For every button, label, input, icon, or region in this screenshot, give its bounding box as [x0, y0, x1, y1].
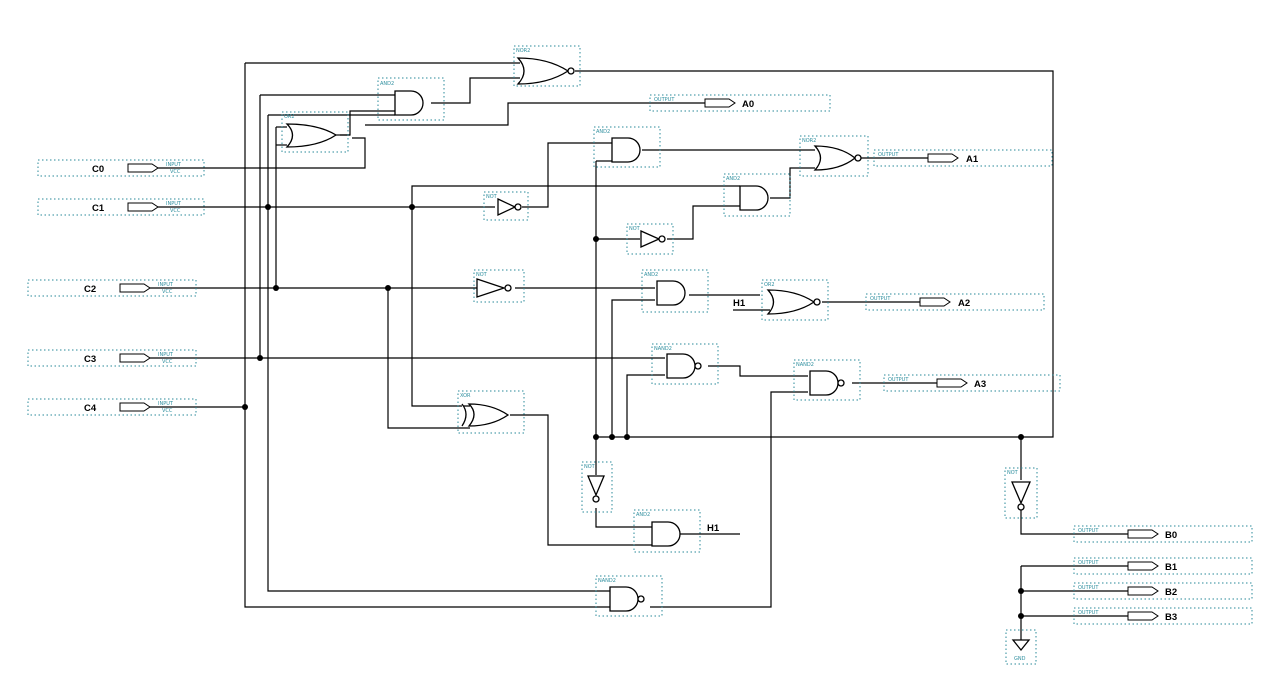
junctions	[242, 204, 1024, 619]
junction-dot	[242, 404, 248, 410]
net-label-h1: H1	[733, 298, 746, 309]
output-pin-b1[interactable]: OUTPUT B1	[1073, 557, 1253, 575]
svg-text:NOT: NOT	[1007, 470, 1019, 476]
output-label: B2	[1165, 587, 1177, 598]
output-label: A2	[958, 298, 970, 309]
svg-text:VCC: VCC	[162, 289, 173, 295]
input-pin-c3[interactable]: C3 INPUT VCC	[27, 349, 197, 367]
junction-dot	[273, 285, 279, 291]
svg-text:VCC: VCC	[162, 408, 173, 414]
svg-text:VCC: VCC	[170, 208, 181, 214]
not-gate[interactable]: NOT	[626, 223, 674, 255]
and2-gate[interactable]: AND2	[633, 509, 701, 553]
input-label: C0	[92, 164, 104, 175]
not-gate[interactable]: NOT	[483, 191, 529, 221]
output-label: B1	[1165, 562, 1178, 573]
input-label: C3	[84, 354, 96, 365]
svg-text:OUTPUT: OUTPUT	[1078, 585, 1099, 591]
and2-gate[interactable]: AND2	[593, 126, 661, 168]
output-label: A0	[742, 99, 754, 110]
svg-text:NOR2: NOR2	[516, 48, 530, 54]
input-pin-c2[interactable]: C2 INPUT VCC	[27, 279, 197, 297]
output-label: B0	[1165, 530, 1177, 541]
svg-text:AND2: AND2	[636, 512, 650, 518]
net-label-h1: H1	[707, 523, 720, 534]
output-label: A1	[966, 154, 979, 165]
svg-text:AND2: AND2	[726, 176, 740, 182]
xor-gate[interactable]: XOR	[457, 390, 525, 434]
junction-dot	[1018, 434, 1024, 440]
output-pin-b0[interactable]: OUTPUT B0	[1073, 525, 1253, 543]
svg-text:OUTPUT: OUTPUT	[878, 152, 899, 158]
svg-text:AND2: AND2	[644, 272, 658, 278]
nand2-gate[interactable]: NAND2	[651, 343, 719, 385]
output-pin-b2[interactable]: OUTPUT B2	[1073, 582, 1253, 600]
or2-gate[interactable]: OR2	[761, 279, 829, 321]
nor2-gate[interactable]: NOR2	[799, 135, 869, 177]
svg-text:INPUT: INPUT	[158, 352, 174, 358]
output-label: A3	[974, 379, 986, 390]
junction-dot	[609, 434, 615, 440]
svg-text:INPUT: INPUT	[158, 282, 174, 288]
junction-dot	[409, 204, 415, 210]
svg-text:XOR: XOR	[460, 393, 471, 399]
svg-text:INPUT: INPUT	[158, 401, 174, 407]
svg-text:OR2: OR2	[764, 282, 775, 288]
svg-text:VCC: VCC	[170, 169, 181, 175]
output-pin-a2[interactable]: OUTPUT A2	[865, 293, 1045, 311]
nand2-gate[interactable]: NAND2	[793, 359, 861, 401]
output-label: B3	[1165, 612, 1177, 623]
svg-text:OR2: OR2	[284, 114, 295, 120]
or2-gate[interactable]: OR2	[281, 111, 349, 153]
output-pin-a3[interactable]: OUTPUT A3	[883, 374, 1061, 392]
svg-text:AND2: AND2	[380, 81, 394, 87]
input-label: C4	[84, 403, 97, 414]
junction-dot	[385, 285, 391, 291]
svg-text:NOT: NOT	[629, 226, 641, 232]
input-label: C2	[84, 284, 96, 295]
junction-dot	[593, 236, 599, 242]
svg-text:GND: GND	[1014, 656, 1026, 662]
svg-text:OUTPUT: OUTPUT	[1078, 560, 1099, 566]
svg-text:INPUT: INPUT	[166, 162, 182, 168]
svg-text:NAND2: NAND2	[654, 346, 672, 352]
svg-text:OUTPUT: OUTPUT	[1078, 528, 1099, 534]
svg-text:VCC: VCC	[162, 359, 173, 365]
nand2-gate[interactable]: NAND2	[595, 575, 663, 617]
junction-dot	[1018, 588, 1024, 594]
ground-symbol[interactable]: GND	[1005, 629, 1037, 665]
nor2-gate[interactable]: NOR2	[513, 45, 581, 87]
junction-dot	[624, 434, 630, 440]
junction-dot	[593, 434, 599, 440]
not-gate[interactable]: NOT	[473, 269, 525, 303]
svg-text:OUTPUT: OUTPUT	[888, 377, 909, 383]
and2-gate[interactable]: AND2	[377, 77, 445, 121]
output-pin-b3[interactable]: OUTPUT B3	[1073, 607, 1253, 625]
input-pin-c4[interactable]: C4 INPUT VCC	[27, 398, 197, 416]
svg-text:INPUT: INPUT	[166, 201, 182, 207]
output-pin-a1[interactable]: OUTPUT A1	[873, 149, 1053, 167]
not-gate[interactable]: NOT	[1004, 467, 1038, 519]
not-gate[interactable]: NOT	[581, 461, 613, 513]
junction-dot	[257, 355, 263, 361]
svg-text:NOT: NOT	[486, 194, 498, 200]
junction-dot	[265, 204, 271, 210]
svg-text:OUTPUT: OUTPUT	[1078, 610, 1099, 616]
input-label: C1	[92, 203, 105, 214]
svg-text:NOR2: NOR2	[802, 138, 816, 144]
svg-text:AND2: AND2	[596, 129, 610, 135]
svg-text:OUTPUT: OUTPUT	[654, 97, 675, 103]
svg-text:NOT: NOT	[476, 272, 488, 278]
output-pin-a0[interactable]: OUTPUT A0	[649, 94, 831, 112]
and2-gate[interactable]: AND2	[641, 269, 709, 313]
input-pin-c1[interactable]: C1 INPUT VCC	[37, 198, 205, 216]
svg-text:NAND2: NAND2	[598, 578, 616, 584]
svg-text:NOT: NOT	[584, 464, 596, 470]
svg-text:OUTPUT: OUTPUT	[870, 296, 891, 302]
input-pin-c0[interactable]: C0 INPUT VCC	[37, 159, 205, 177]
and2-gate[interactable]: AND2	[723, 173, 791, 217]
svg-text:NAND2: NAND2	[796, 362, 814, 368]
junction-dot	[1018, 613, 1024, 619]
